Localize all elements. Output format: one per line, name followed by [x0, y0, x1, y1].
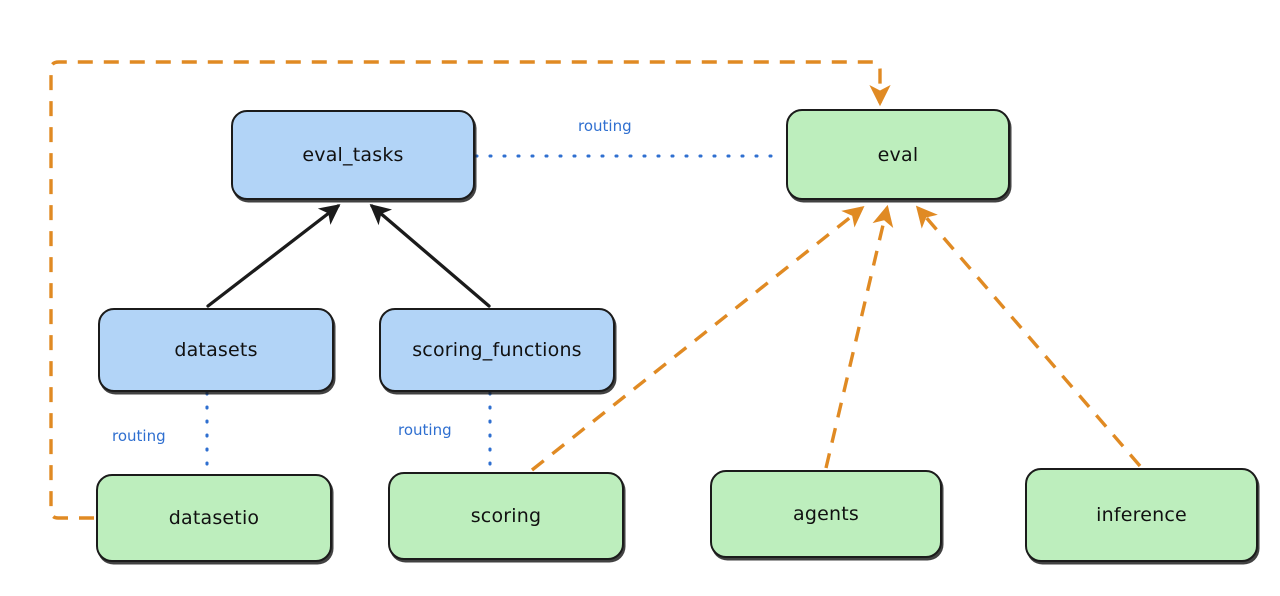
node-agents[interactable]: agents: [710, 470, 942, 558]
node-label-agents: agents: [793, 503, 859, 525]
node-eval[interactable]: eval: [786, 109, 1010, 200]
edge-label-routing-datasets: routing: [112, 427, 166, 445]
edge-datasets-eval-tasks: [206, 204, 341, 308]
node-eval-tasks[interactable]: eval_tasks: [231, 110, 475, 200]
node-scoring[interactable]: scoring: [388, 472, 624, 560]
edge-label-routing-scoring-functions: routing: [398, 421, 452, 439]
node-datasets[interactable]: datasets: [98, 308, 334, 392]
edge-inference-eval: [915, 205, 1142, 468]
node-inference[interactable]: inference: [1025, 468, 1258, 562]
node-label-scoring: scoring: [470, 505, 542, 527]
edge-scoring-eval: [530, 206, 865, 472]
edge-datasetio-eval: [49, 60, 891, 520]
node-label-datasets: datasets: [174, 339, 258, 361]
node-label-eval-tasks: eval_tasks: [302, 144, 404, 166]
node-scoring-functions[interactable]: scoring_functions: [379, 308, 615, 392]
node-label-scoring-functions: scoring_functions: [412, 339, 582, 361]
node-label-eval: eval: [877, 143, 919, 166]
node-label-inference: inference: [1096, 504, 1187, 526]
edge-label-routing-eval-tasks: routing: [578, 117, 632, 135]
node-label-datasetio: datasetio: [168, 507, 260, 529]
node-datasetio[interactable]: datasetio: [96, 474, 332, 562]
edge-agents-eval: [824, 204, 894, 469]
edge-scoring-functions-eval-tasks: [369, 203, 491, 308]
